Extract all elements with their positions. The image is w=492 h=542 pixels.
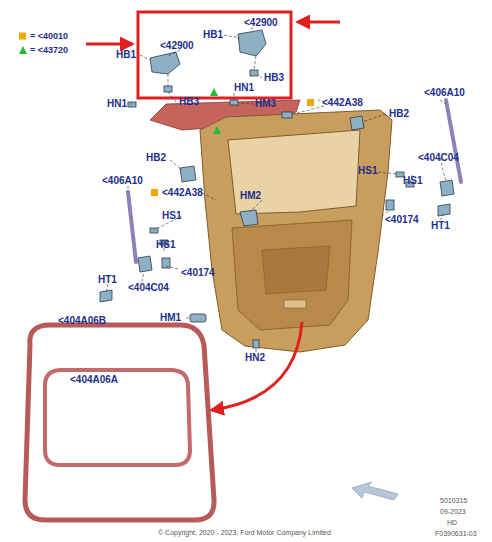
hardware-parts: [100, 30, 454, 348]
drawing-note: HD: [447, 519, 457, 526]
legend-triangle: [19, 46, 27, 54]
latch-opening: [284, 300, 306, 308]
callout-label: <404A06A: [70, 375, 118, 385]
callout-label: HS1: [358, 166, 377, 176]
drawing-note: © Copyright, 2020 - 2023, Ford Motor Com…: [158, 529, 331, 536]
callout-label: HN1: [107, 99, 127, 109]
callout-label: HT1: [98, 275, 117, 285]
callout-label: HN1: [234, 83, 254, 93]
callout-label: HB3: [264, 73, 284, 83]
callout-label: <42900: [244, 18, 278, 28]
callout-label: HB2: [146, 153, 166, 163]
removal-arrow: [212, 322, 302, 410]
view-arrow-icon: [352, 482, 398, 500]
callout-label: <42900: [160, 41, 194, 51]
callout-label: HS1: [156, 240, 175, 250]
window-opening: [228, 130, 360, 214]
weatherstrip-inner: [45, 370, 190, 465]
callout-label: HS1: [403, 176, 422, 186]
callout-label: <442A38: [322, 98, 363, 108]
callout-label: HM1: [160, 313, 181, 323]
legend-swatch: [19, 33, 26, 40]
leader-lines: [106, 27, 446, 352]
callout-label: HM2: [240, 191, 261, 201]
symbol-triangle: [213, 126, 221, 134]
highlight-arrow: [298, 21, 340, 24]
callout-label: HB2: [389, 109, 409, 119]
symbol-triangle: [210, 88, 218, 96]
drawing-note: F0390631-03: [435, 530, 477, 537]
callout-label: HS1: [162, 211, 181, 221]
callout-label: HB3: [179, 97, 199, 107]
callout-label: HN2: [245, 353, 265, 363]
inner-panel: [262, 246, 330, 294]
legend-text: = <43720: [30, 46, 68, 55]
liftgate-panel: [200, 110, 392, 352]
gas-strut: [128, 192, 136, 262]
highlight-box: [138, 12, 291, 98]
inner-panel: [232, 220, 352, 330]
drawing-note: 5010315: [440, 497, 467, 504]
callout-label: <404A06B: [58, 316, 106, 326]
callout-label: <406A10: [424, 88, 465, 98]
drawing-note: 09-2023: [440, 508, 466, 515]
callout-label: <442A38: [162, 188, 203, 198]
weatherstrip-outer: [25, 325, 214, 520]
callout-label: <404C04: [418, 153, 459, 163]
legend-text: = <40010: [30, 32, 68, 41]
callout-label: HM3: [255, 99, 276, 109]
callout-label: HT1: [431, 221, 450, 231]
gas-strut: [446, 100, 461, 182]
callout-label: <40174: [181, 268, 215, 278]
callout-label: <406A10: [102, 176, 143, 186]
highlight-arrow: [86, 43, 132, 46]
symbol-square: [151, 189, 158, 196]
symbol-square: [307, 99, 314, 106]
callout-label: <40174: [385, 215, 419, 225]
callout-label: HB1: [203, 30, 223, 40]
callout-label: HB1: [116, 50, 136, 60]
callout-label: <404C04: [128, 283, 169, 293]
